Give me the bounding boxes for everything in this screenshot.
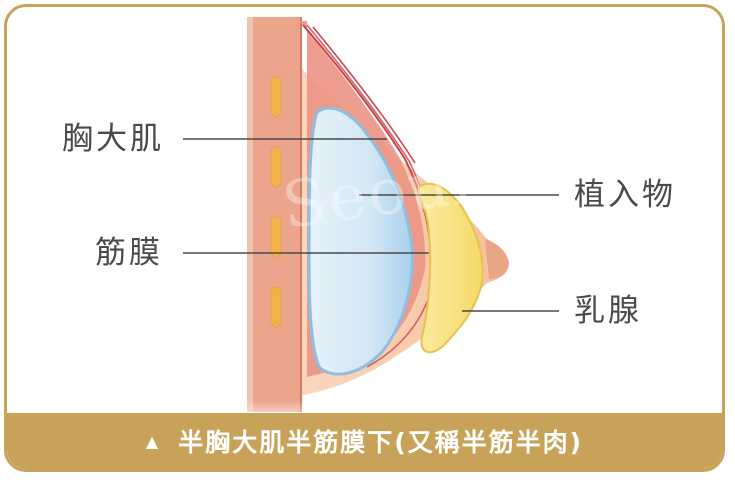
label-pectoralis: 胸大肌 (62, 121, 164, 157)
label-implant: 植入物 (574, 177, 676, 213)
caption-bar: ▲ 半胸大肌半筋膜下(又稱半筋半肉) (7, 413, 722, 469)
label-fascia: 筋膜 (95, 235, 163, 271)
label-gland: 乳腺 (574, 293, 642, 329)
caption-text: 半胸大肌半筋膜下(又稱半筋半肉) (178, 428, 584, 457)
triangle-up-icon: ▲ (145, 431, 159, 451)
diagram-card: Seoul 胸大肌 筋膜 植入物 乳腺 ▲ 半胸大肌半筋膜下(又稱半筋半肉) (4, 4, 725, 472)
nipple (485, 239, 509, 279)
breast-anatomy-diagram (183, 17, 559, 427)
